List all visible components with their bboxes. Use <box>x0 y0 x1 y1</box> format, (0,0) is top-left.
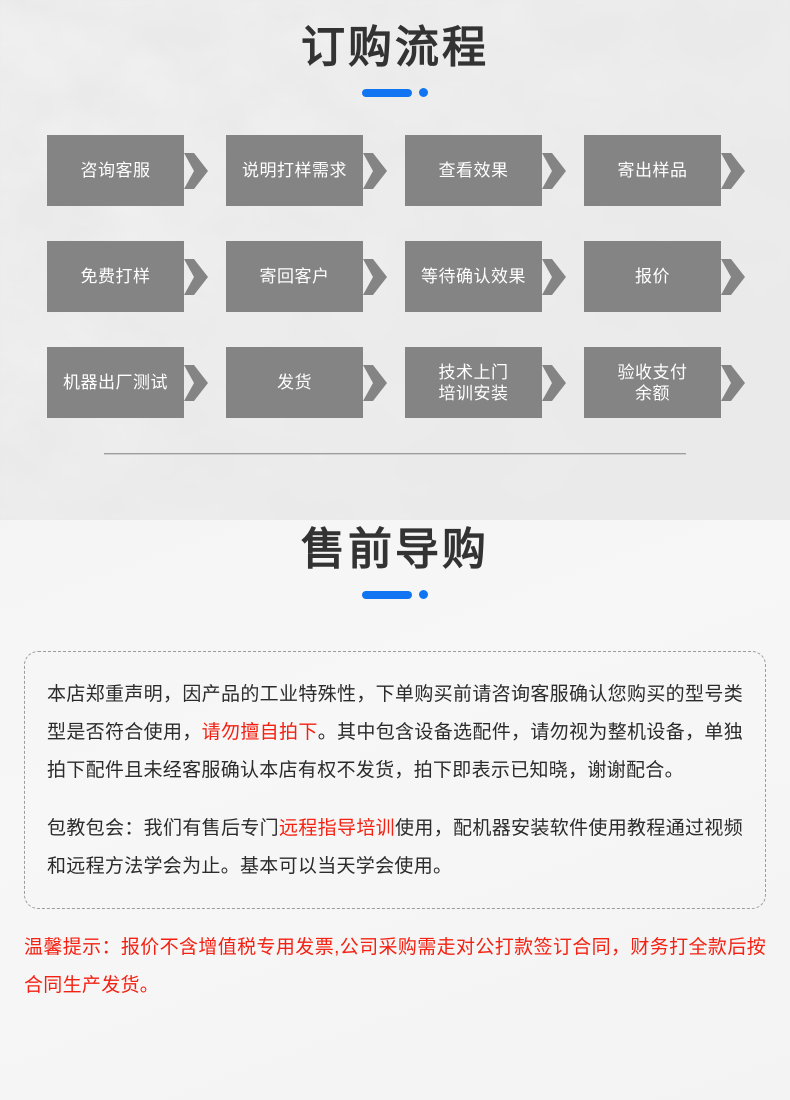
flow-step-label: 机器出厂测试 <box>47 347 184 418</box>
chevron-right-icon <box>184 152 208 189</box>
chevron-right-icon <box>542 258 566 295</box>
warning-text: 温馨提示：报价不含增值税专用发票,公司采购需走对公打款签订合同，财务打全款后按合… <box>24 937 766 996</box>
flow-step[interactable]: 机器出厂测试 <box>47 347 226 418</box>
underline-bar-icon <box>362 590 412 599</box>
notice-box: 本店郑重声明，因产品的工业特殊性，下单购买前请咨询客服确认您购买的型号类型是否符… <box>24 651 766 909</box>
flow-step[interactable]: 寄回客户 <box>226 241 405 312</box>
flow-row: 机器出厂测试 发货 技术上门 培训安装 验收支付 余额 <box>47 347 790 418</box>
underline-dot-icon <box>419 88 428 97</box>
flow-row: 咨询客服 说明打样需求 查看效果 寄出样品 <box>47 135 790 206</box>
flow-step[interactable]: 等待确认效果 <box>405 241 584 312</box>
flow-step[interactable]: 验收支付 余额 <box>584 347 763 418</box>
chevron-right-icon <box>363 364 387 401</box>
title-underline-1 <box>0 88 790 97</box>
chevron-right-icon <box>542 364 566 401</box>
chevron-right-icon <box>542 152 566 189</box>
page-title-order-process: 订购流程 <box>301 23 489 72</box>
flow-step-label: 寄出样品 <box>584 135 721 206</box>
title-underline-2 <box>0 590 790 599</box>
flow-step[interactable]: 说明打样需求 <box>226 135 405 206</box>
chevron-right-icon <box>721 152 745 189</box>
notice-paragraph-training: 包教包会：我们有售后专门远程指导培训使用，配机器安装软件使用教程通过视频和远程方… <box>47 810 743 886</box>
flow-step-label: 咨询客服 <box>47 135 184 206</box>
flow-step[interactable]: 发货 <box>226 347 405 418</box>
notice-text: 本店郑重声明，因产品的工业特殊性，下单购买前请咨询客服确认您购买的型号类型是否符… <box>47 684 743 743</box>
order-process-flow: 咨询客服 说明打样需求 查看效果 寄出样品 免费打样 <box>0 135 790 418</box>
flow-step[interactable]: 免费打样 <box>47 241 226 312</box>
flow-step-label: 报价 <box>584 241 721 312</box>
chevron-right-icon <box>184 258 208 295</box>
flow-step[interactable]: 报价 <box>584 241 763 312</box>
chevron-right-icon <box>363 258 387 295</box>
flow-step-label: 验收支付 余额 <box>584 347 721 418</box>
flow-step-label: 技术上门 培训安装 <box>405 347 542 418</box>
chevron-right-icon <box>721 364 745 401</box>
notice-paragraph-statement: 本店郑重声明，因产品的工业特殊性，下单购买前请咨询客服确认您购买的型号类型是否符… <box>47 676 743 790</box>
flow-step[interactable]: 查看效果 <box>405 135 584 206</box>
chevron-right-icon <box>363 152 387 189</box>
notice-text: 包教包会：我们有售后专门 <box>47 818 280 839</box>
flow-step-label: 免费打样 <box>47 241 184 312</box>
flow-step-label: 发货 <box>226 347 363 418</box>
notice-highlight: 远程指导培训 <box>279 818 396 839</box>
flow-step[interactable]: 寄出样品 <box>584 135 763 206</box>
underline-dot-icon <box>419 590 428 599</box>
flow-step[interactable]: 技术上门 培训安装 <box>405 347 584 418</box>
chevron-right-icon <box>184 364 208 401</box>
underline-bar-icon <box>362 88 412 97</box>
chevron-right-icon <box>721 258 745 295</box>
notice-text: 。其中包含设备选配件，请勿视为整机设备，单独拍下配件且未经客服确认本店有权不发货… <box>47 722 743 781</box>
flow-step-label: 等待确认效果 <box>405 241 542 312</box>
page-title-pre-sales-guide: 售前导购 <box>301 525 489 574</box>
flow-step-label: 说明打样需求 <box>226 135 363 206</box>
flow-step[interactable]: 咨询客服 <box>47 135 226 206</box>
flow-step-label: 查看效果 <box>405 135 542 206</box>
section-divider <box>104 453 686 455</box>
notice-text: 使用，配机器安装软件使用教程通过视频和远程方法学会为止。基本可以当天学会使用。 <box>47 818 744 877</box>
notice-highlight: 请勿擅自拍下 <box>201 722 318 743</box>
flow-row: 免费打样 寄回客户 等待确认效果 报价 <box>47 241 790 312</box>
flow-step-label: 寄回客户 <box>226 241 363 312</box>
